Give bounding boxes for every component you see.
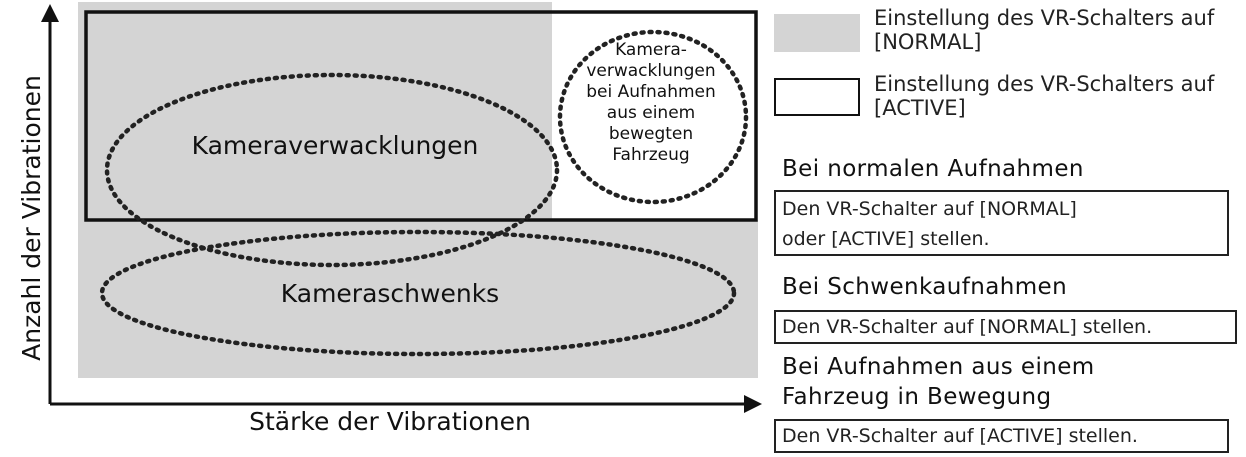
x-axis-arrowhead	[744, 395, 762, 413]
x-axis-label: Stärke der Vibrationen	[249, 407, 531, 436]
camera-pan-label: Kameraschwenks	[280, 279, 500, 308]
vehicle-heading: Bei Aufnahmen aus einem Fahrzeug in Bewe…	[782, 354, 1095, 410]
panning-box: Den VR-Schalter auf [NORMAL] stellen.	[774, 310, 1237, 344]
camera-shake-label: Kameraverwacklungen	[191, 131, 479, 160]
legend-active-text: Einstellung des VR-Schalters auf [ACTIVE…	[874, 72, 1215, 120]
normal-shooting-heading: Bei normalen Aufnahmen	[782, 156, 1084, 182]
legend-active-swatch	[774, 78, 860, 116]
vehicle-shake-oval	[557, 29, 749, 205]
vibration-diagram	[41, 2, 762, 413]
vehicle-shake-label: Kamera- verwacklungen bei Aufnahmen aus …	[586, 40, 716, 165]
normal-region-lower	[78, 220, 758, 378]
camera-shake-oval	[104, 72, 560, 268]
vehicle-box: Den VR-Schalter auf [ACTIVE] stellen.	[774, 419, 1229, 453]
normal-region	[78, 2, 552, 220]
active-region	[84, 10, 758, 222]
legend-normal-swatch	[774, 14, 860, 52]
y-axis-label: Anzahl der Vibrationen	[17, 75, 46, 361]
panning-heading: Bei Schwenkaufnahmen	[782, 274, 1068, 300]
y-axis-arrowhead	[41, 4, 59, 22]
normal-shooting-box: Den VR-Schalter auf [NORMAL] oder [ACTIV…	[774, 190, 1229, 256]
camera-pan-oval	[99, 229, 737, 357]
legend-normal-text: Einstellung des VR-Schalters auf [NORMAL…	[874, 6, 1215, 54]
